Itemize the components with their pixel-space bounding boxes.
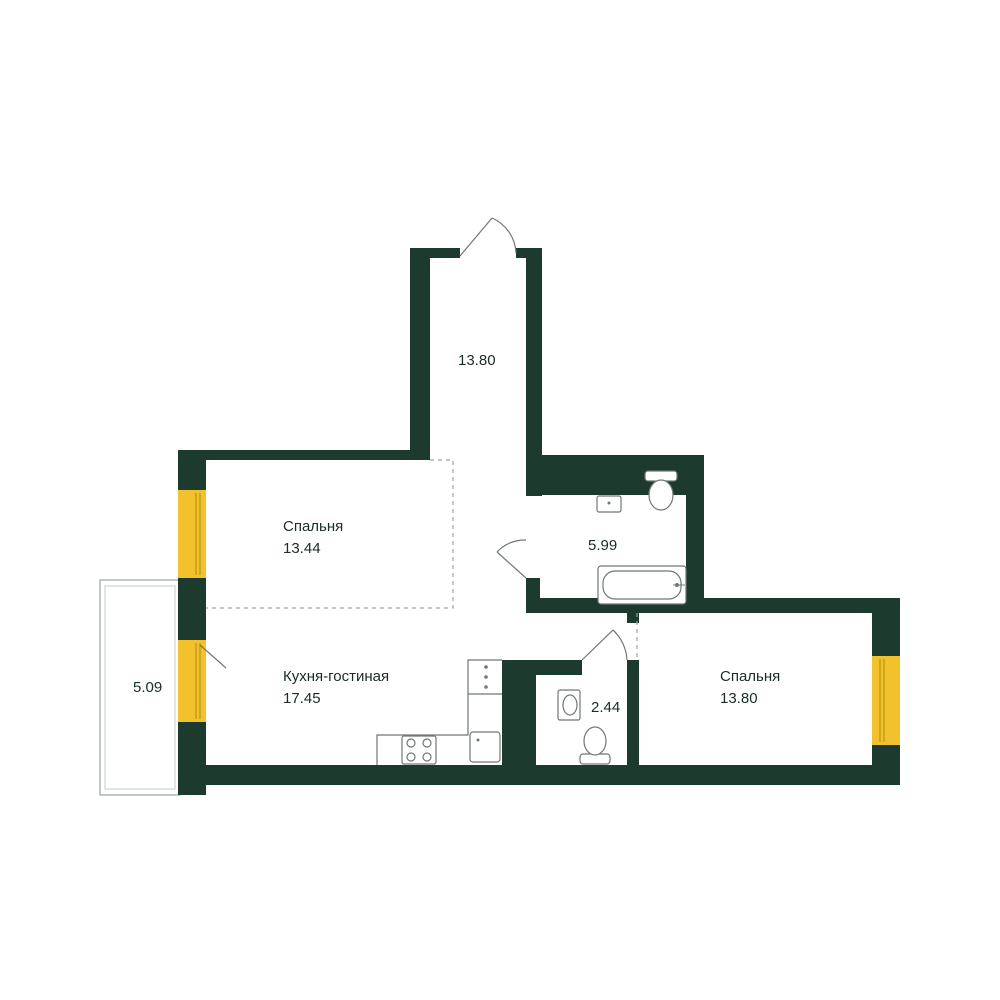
- bedroom-right-area: 13.80: [720, 690, 758, 707]
- window-icon: [178, 640, 227, 722]
- zone-dividers: [206, 459, 638, 660]
- bathtub-icon: [597, 565, 687, 605]
- sink-icon: [596, 495, 622, 513]
- kitchen-living-name: Кухня-гостиная: [283, 668, 389, 685]
- bedroom-right-name: Спальня: [720, 668, 780, 685]
- hall-area: 13.80: [458, 352, 496, 369]
- window-icon: [872, 656, 900, 745]
- toilet-area: 2.44: [591, 699, 620, 716]
- kitchen-counter: [376, 659, 502, 765]
- bedroom-left-name: Спальня: [283, 518, 343, 535]
- bedroom-left-area: 13.44: [283, 540, 321, 557]
- toilet-icon: [644, 470, 678, 511]
- stove-icon: [401, 735, 437, 765]
- toilet-icon: [579, 726, 611, 765]
- hob-controls-icon: [484, 665, 488, 689]
- toilet-door-icon: [581, 629, 628, 661]
- bathroom-area: 5.99: [588, 537, 617, 554]
- bathroom-door-icon: [496, 539, 527, 579]
- kitchen-living-area: 17.45: [283, 690, 321, 707]
- entrance-door-icon: [459, 217, 517, 257]
- kitchen-sink-icon: [469, 731, 501, 763]
- balcony-area: 5.09: [133, 679, 162, 696]
- window-icon: [178, 490, 206, 578]
- sink-icon: [557, 689, 581, 721]
